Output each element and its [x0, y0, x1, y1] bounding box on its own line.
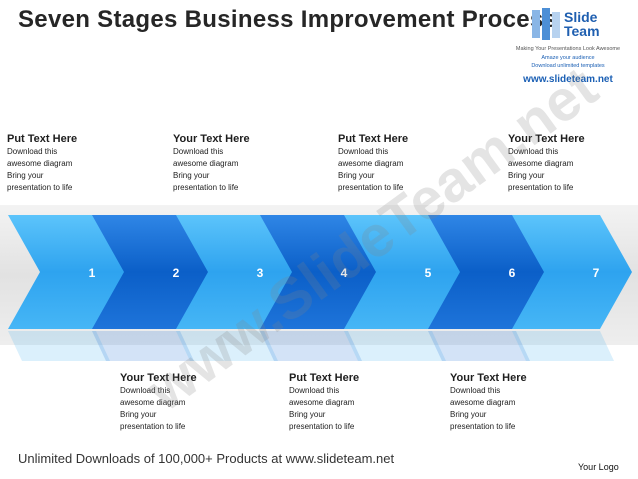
logo-word-bottom: Team	[564, 23, 600, 39]
logo-tagline-1: Making Your Presentations Look Awesome	[515, 46, 621, 52]
top-label-1-heading: Put Text Here	[7, 133, 78, 145]
bottom-label-1-body: Download this awesome diagram Bring your…	[120, 386, 186, 431]
top-label-3-heading: Put Text Here	[338, 133, 409, 145]
stage-3-reflection	[176, 331, 278, 361]
stage-1-reflection	[8, 331, 110, 361]
bottom-label-2: Put Text Here Download this awesome diag…	[289, 372, 399, 433]
stage-4-chevron	[260, 215, 380, 329]
logo-word: Slide Team	[564, 10, 600, 38]
top-label-3-body: Download this awesome diagram Bring your…	[338, 147, 404, 192]
top-label-2: Your Text Here Download this awesome dia…	[173, 133, 283, 194]
top-label-4-heading: Your Text Here	[508, 133, 585, 145]
stage-2-number: 2	[173, 266, 180, 280]
slide-title: Seven Stages Business Improvement Proces…	[18, 6, 558, 33]
bottom-label-3: Your Text Here Download this awesome dia…	[450, 372, 560, 433]
bottom-label-3-heading: Your Text Here	[450, 372, 527, 384]
stage-7-chevron	[512, 215, 632, 329]
top-label-4-body: Download this awesome diagram Bring your…	[508, 147, 574, 192]
top-label-3: Put Text Here Download this awesome diag…	[338, 133, 448, 194]
bottom-label-1: Your Text Here Download this awesome dia…	[120, 372, 230, 433]
top-label-4: Your Text Here Download this awesome dia…	[508, 133, 618, 194]
stage-3-chevron	[176, 215, 296, 329]
stage-3-number: 3	[257, 266, 264, 280]
bottom-label-2-body: Download this awesome diagram Bring your…	[289, 386, 355, 431]
slideteam-logo: Slide Team Making Your Presentations Loo…	[500, 6, 636, 86]
logo-figures-icon	[532, 8, 560, 40]
stage-1-number: 1	[89, 266, 96, 280]
logo-url: www.slideteam.net	[523, 74, 613, 85]
stage-2-reflection	[92, 331, 194, 361]
logo-word-top: Slide	[564, 9, 598, 25]
top-label-2-heading: Your Text Here	[173, 133, 250, 145]
top-label-2-body: Download this awesome diagram Bring your…	[173, 147, 239, 192]
top-label-1: Put Text Here Download this awesome diag…	[7, 133, 117, 194]
bottom-label-3-body: Download this awesome diagram Bring your…	[450, 386, 516, 431]
stage-5-number: 5	[425, 266, 432, 280]
bottom-label-2-heading: Put Text Here	[289, 372, 360, 384]
stage-7-reflection	[512, 331, 614, 361]
logo-tagline-3: Download unlimited templates	[531, 63, 605, 69]
bottom-label-1-heading: Your Text Here	[120, 372, 197, 384]
stage-5-reflection	[344, 331, 446, 361]
stage-5-chevron	[344, 215, 464, 329]
your-logo-placeholder: Your Logo	[578, 462, 619, 472]
footer-text: Unlimited Downloads of 100,000+ Products…	[18, 451, 395, 466]
top-label-1-body: Download this awesome diagram Bring your…	[7, 147, 73, 192]
stage-4-number: 4	[341, 266, 348, 280]
stage-1-chevron	[8, 215, 128, 329]
stage-7-number: 7	[593, 266, 600, 280]
stage-6-chevron	[428, 215, 548, 329]
stage-6-number: 6	[509, 266, 516, 280]
stage-4-reflection	[260, 331, 362, 361]
stage-2-chevron	[92, 215, 212, 329]
logo-tagline-2: Amaze your audience	[541, 55, 595, 61]
stage-6-reflection	[428, 331, 530, 361]
